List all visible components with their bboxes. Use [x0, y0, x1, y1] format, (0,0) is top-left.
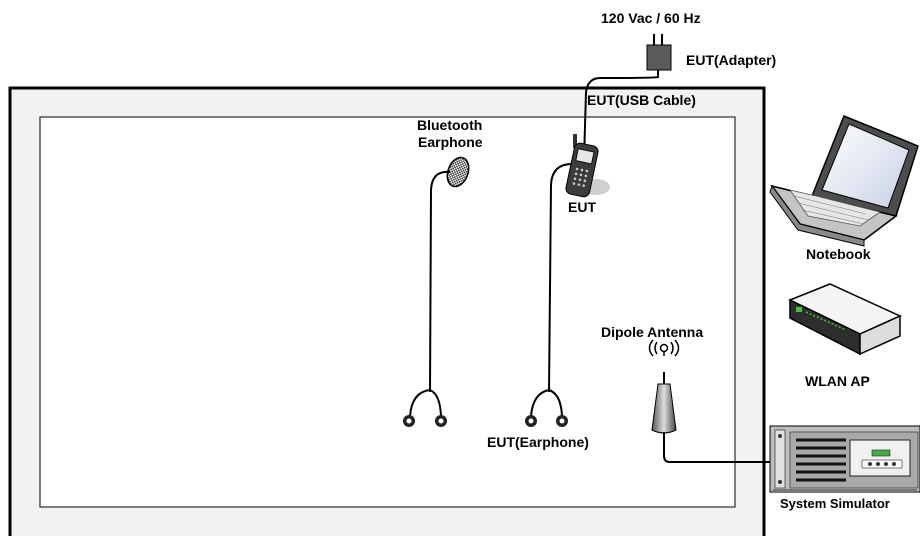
bluetooth-earphone-buds — [403, 389, 447, 427]
notebook-label: Notebook — [806, 246, 871, 262]
eut-earphone-label: EUT(Earphone) — [487, 434, 589, 450]
mobile-phone-icon — [565, 134, 610, 198]
system-simulator-label: System Simulator — [780, 496, 890, 511]
usb-cable — [583, 70, 659, 161]
dipole-antenna-icon — [648, 339, 680, 434]
eut-label: EUT — [568, 199, 596, 215]
shielded-room-inner — [39, 116, 736, 508]
laptop-icon — [769, 115, 919, 247]
rf-cable — [663, 432, 790, 463]
eut-earphone-cable — [548, 163, 573, 393]
wlan-ap-label: WLAN AP — [805, 373, 870, 389]
bt-earphone-label-line1: Bluetooth — [417, 117, 483, 133]
dipole-antenna-label: Dipole Antenna — [601, 324, 704, 340]
eut-earphone-buds — [525, 389, 568, 427]
bluetooth-earphone-icon — [429, 156, 470, 393]
power-source-label: 120 Vac / 60 Hz — [601, 10, 701, 26]
adapter-label: EUT(Adapter) — [686, 52, 777, 68]
wireless-router-icon — [788, 283, 902, 356]
rack-simulator-icon — [769, 425, 920, 493]
power-adapter-icon — [646, 34, 672, 71]
bt-earphone-label-line2: Earphone — [418, 134, 483, 150]
usb-cable-label: EUT(USB Cable) — [587, 92, 696, 108]
